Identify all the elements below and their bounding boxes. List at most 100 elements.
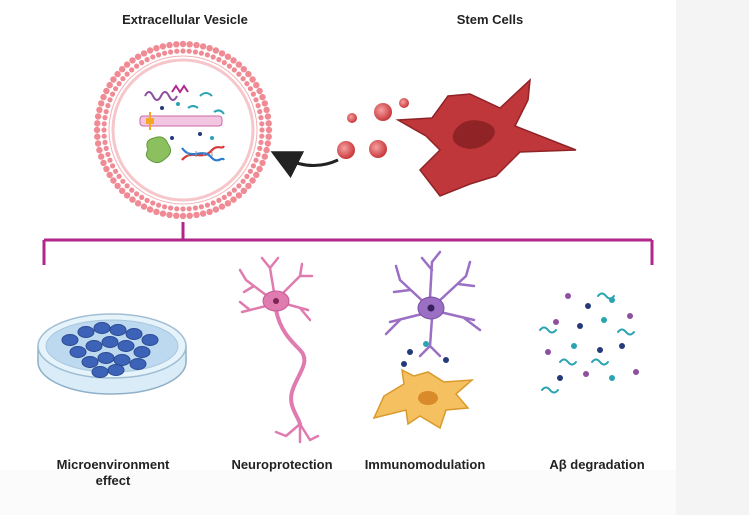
lipid-head [259,127,265,133]
lipid-head [257,145,263,151]
lipid-head [231,187,237,193]
lipid-head [107,157,113,163]
lipid-head [102,139,108,145]
lipid-head [140,50,148,57]
lipid-head [259,93,266,101]
lipid-head [240,187,247,194]
abeta-dot [557,375,563,381]
effect-label-microenvironment: Microenvironment effect [56,457,170,488]
lipid-head [221,60,227,66]
lipid-head [98,153,105,160]
abeta-fibril [539,326,557,334]
petri-cell [81,356,99,368]
petri-cell [77,326,95,338]
lipid-head [210,54,216,60]
lipid-head [168,49,174,55]
abeta-dot [577,323,583,329]
lipid-head [263,146,270,154]
lipid-head [198,50,204,56]
petri-cell [97,352,115,364]
abeta-fibril [617,328,635,336]
lipid-head [206,208,213,215]
lipid-head [250,91,256,97]
abeta-dot [585,303,591,309]
lipid-head [244,81,250,87]
petri-dish-icon [37,313,187,395]
lipid-head [249,177,256,184]
lipid-head [186,41,193,48]
lipid-head [123,61,131,68]
bottom-edge-band [0,470,676,515]
lipid-head [144,197,150,203]
lipid-head [153,45,160,52]
lipid-head [105,103,111,109]
lipid-head [230,57,237,64]
lipid-head [101,127,107,133]
effect-label-immunomodulation: Immunomodulation [364,457,486,472]
lipid-head [150,200,156,206]
lipid-head [204,202,210,208]
lipid-head [129,187,135,193]
lipid-head [192,205,198,211]
abeta-dot [609,375,615,381]
lipid-head [259,159,266,167]
abeta-fibril [541,386,559,394]
lipid-head [180,206,186,212]
lipid-head [116,81,122,87]
effect-label-abeta: Aβ degradation [549,457,645,472]
petri-cell [125,328,143,340]
lipid-head [120,178,126,184]
microglia-icon [384,250,482,358]
lipid-head [193,41,200,49]
lipid-head [256,87,263,95]
lipid-head [256,165,263,173]
stem-cell [395,78,577,197]
lipid-head [231,67,237,73]
vesicle-label: Extracellular Vesicle [122,12,248,27]
lipid-head [103,109,109,115]
lipid-head [210,200,216,206]
lipid-head [180,48,186,54]
lipid-head [124,183,130,189]
petri-cell [101,336,119,348]
lipid-head [94,120,101,127]
lipid-head [240,178,246,184]
lipid-head [101,133,107,139]
lipid-head [218,50,226,57]
effect-label-neuroprotection: Neuroprotection [231,457,333,472]
abeta-dot [619,343,625,349]
lipid-head [140,203,148,210]
lipid-head [156,202,162,208]
abeta-fibril [591,358,609,366]
abeta-dot [597,347,603,353]
extracellular-vesicle [93,40,273,220]
lipid-head [265,126,273,134]
lipid-head [144,57,150,63]
petri-cell [61,334,79,346]
lipid-head [134,200,142,207]
lipid-head [265,133,272,140]
vesicle-cargo [139,84,225,164]
lipid-head [216,197,222,203]
abeta-dot [545,349,551,355]
lipid-head [100,159,107,167]
lipid-head [230,196,237,203]
lipid-head [253,171,260,179]
abeta-dot [583,371,589,377]
petri-cell [107,364,125,376]
lipid-head [265,120,272,127]
lipid-head [110,76,117,83]
lipid-head [134,53,142,60]
lipid-head [162,204,168,210]
lipid-head [245,70,252,78]
abeta-dot [565,293,571,299]
lipid-head [240,66,247,73]
lipid-head [261,153,268,160]
lipid-head [106,81,113,89]
lipid-head [93,126,101,134]
abeta-fragments [539,292,639,394]
lipid-head [113,168,119,174]
petri-cell [69,346,87,358]
lipid-head [179,212,187,220]
